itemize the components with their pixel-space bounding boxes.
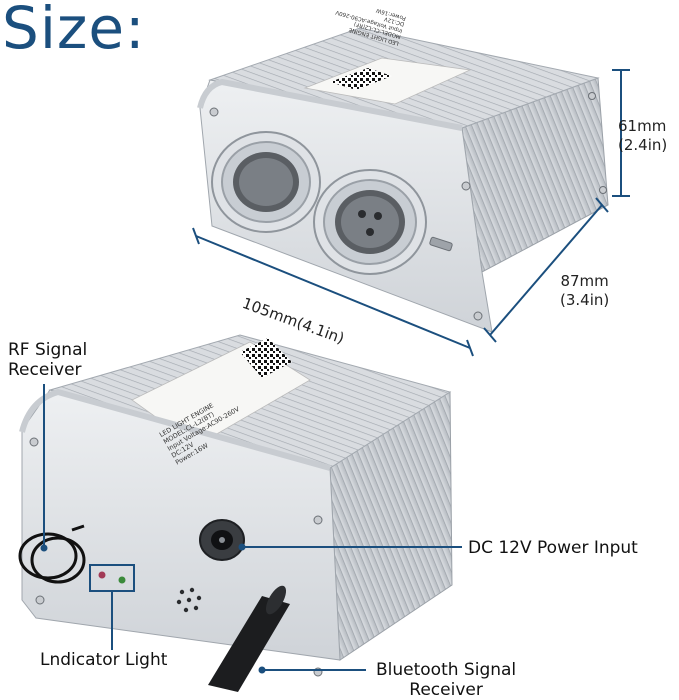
dc-power-label: DC 12V Power Input bbox=[468, 538, 638, 558]
rf-label-line2: Receiver bbox=[8, 360, 82, 380]
indicator-light-label: Lndicator Light bbox=[40, 650, 168, 670]
depth-dimension-label: 87mm (3.4in) bbox=[560, 272, 609, 310]
height-in: (2.4in) bbox=[618, 136, 668, 154]
bluetooth-receiver-label: Bluetooth Signal Receiver bbox=[376, 660, 516, 700]
height-mm: 61mm bbox=[618, 117, 667, 135]
callout-lines bbox=[43, 384, 462, 671]
rf-label-line1: RF Signal bbox=[8, 340, 88, 360]
rf-receiver-label: RF Signal Receiver bbox=[8, 340, 87, 380]
top-device bbox=[197, 27, 609, 333]
callout-dots bbox=[40, 543, 266, 674]
height-dimension-label: 61mm (2.4in) bbox=[618, 117, 667, 155]
bottom-device bbox=[18, 334, 453, 692]
depth-mm: 87mm bbox=[560, 272, 609, 290]
page-title: Size: bbox=[2, 0, 146, 62]
dimension-lines bbox=[192, 69, 630, 357]
bt-label-line2: Receiver bbox=[409, 680, 483, 700]
depth-in: (3.4in) bbox=[560, 291, 610, 309]
bt-label-line1: Bluetooth Signal bbox=[376, 660, 517, 680]
